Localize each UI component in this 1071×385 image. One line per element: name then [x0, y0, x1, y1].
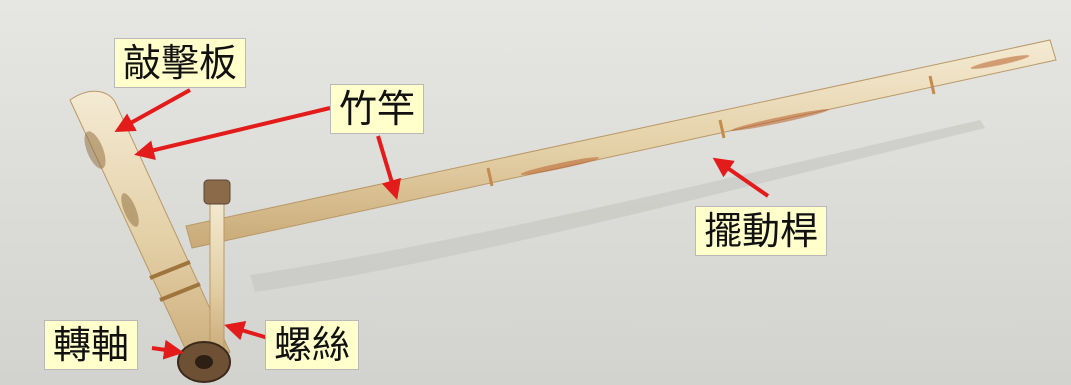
arrow-swing-rod [712, 157, 770, 198]
arrow-pivot [151, 339, 184, 360]
arrow-strike-board [114, 88, 191, 132]
label-bamboo-pole: 竹竿 [330, 84, 425, 134]
arrow-bamboo-to-rod [376, 135, 401, 200]
label-screw: 螺絲 [265, 320, 360, 370]
strike-board-bands [149, 260, 201, 302]
arrow-bamboo-to-board [134, 106, 331, 160]
pivot-hole [195, 355, 213, 369]
rust-streaks [520, 55, 1030, 175]
screw-post [209, 197, 225, 359]
pole-shadow [250, 120, 985, 292]
label-strike-board: 敲擊板 [114, 38, 247, 88]
label-pivot: 轉軸 [44, 320, 139, 370]
label-swing-rod: 擺動桿 [695, 206, 828, 256]
post-cap [203, 179, 231, 205]
swing-rod [185, 39, 1057, 249]
swing-rod-nodes [486, 75, 936, 187]
arrow-screw [224, 321, 269, 341]
annotation-arrows [114, 88, 770, 360]
